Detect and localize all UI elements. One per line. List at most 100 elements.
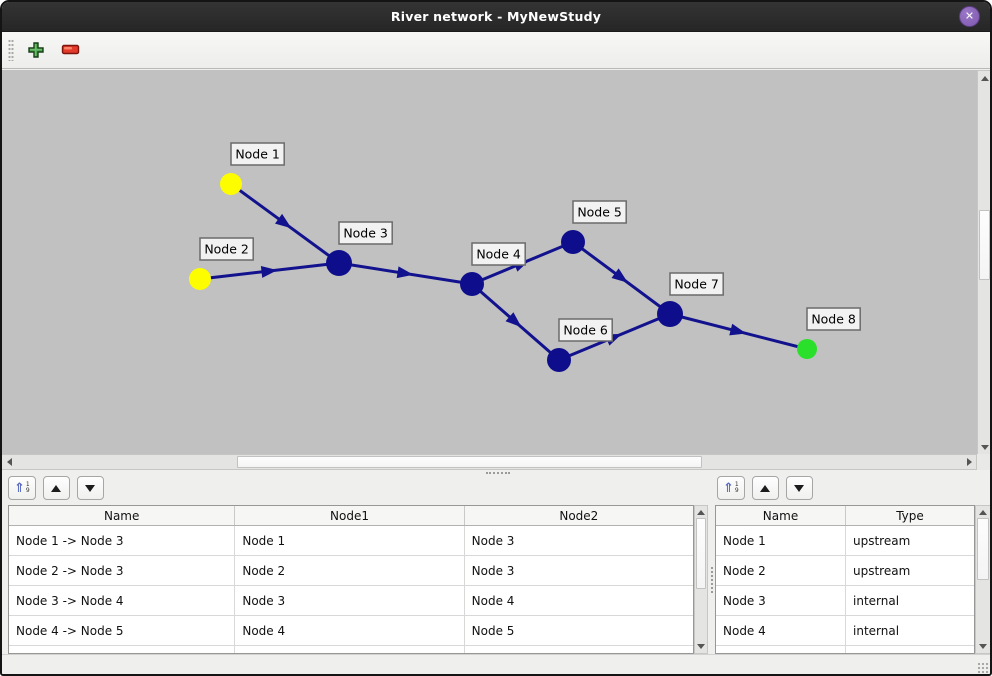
graph-node[interactable] (326, 250, 352, 276)
table-cell[interactable]: Node 3 (471, 533, 515, 548)
vertical-splitter[interactable] (708, 505, 715, 654)
graph-node[interactable] (561, 230, 585, 254)
graph-node[interactable] (189, 268, 211, 290)
scroll-up-arrow[interactable] (695, 507, 707, 518)
move-up-button[interactable] (751, 476, 779, 500)
table-cell[interactable]: Node 2 (716, 556, 846, 585)
table-cell[interactable]: Node 1 (716, 526, 846, 555)
scroll-down-arrow[interactable] (695, 641, 707, 652)
table-cell (9, 646, 236, 653)
scroll-down-arrow[interactable] (976, 641, 990, 652)
table-cell[interactable]: Node 3 (716, 586, 846, 615)
scroll-thumb[interactable] (237, 456, 702, 468)
scroll-thumb[interactable] (977, 518, 989, 580)
edge-arrowhead (275, 213, 292, 229)
edge-arrowhead (611, 268, 628, 283)
canvas-horizontal-scrollbar[interactable] (2, 454, 977, 470)
scroll-thumb[interactable] (696, 518, 706, 589)
close-button[interactable]: ✕ (959, 6, 980, 27)
table-row[interactable]: Node 4 internal (716, 616, 974, 646)
table-cell[interactable]: Node 4 (716, 616, 846, 645)
toolbar-drag-handle[interactable] (8, 39, 14, 61)
node-label-box (558, 318, 613, 342)
table-cell[interactable]: Node 4 (471, 593, 515, 608)
table-cell (235, 646, 465, 653)
close-icon: ✕ (964, 9, 975, 23)
table-cell[interactable]: upstream (853, 533, 911, 548)
horizontal-splitter[interactable] (2, 470, 990, 476)
node-label-box (199, 237, 254, 261)
table-cell[interactable]: upstream (853, 563, 911, 578)
node-label-box (806, 307, 861, 331)
scroll-right-arrow[interactable] (963, 455, 975, 469)
column-header[interactable]: Type (896, 508, 924, 523)
title-bar[interactable]: River network - MyNewStudy ✕ (2, 2, 990, 32)
graph-node[interactable] (460, 272, 484, 296)
table-cell[interactable]: Node 5 (471, 623, 515, 638)
table-row[interactable]: Node 1 upstream (716, 526, 974, 556)
node-label: Node 1 (235, 147, 280, 162)
status-bar (2, 654, 990, 674)
column-header[interactable]: Name (716, 506, 846, 525)
move-down-button[interactable] (76, 476, 104, 500)
scrollbar-corner (977, 454, 990, 470)
graph-node[interactable] (797, 339, 817, 359)
table-cell[interactable]: internal (853, 593, 900, 608)
table-cell[interactable]: Node 2 (235, 556, 465, 585)
down-arrow-icon (85, 484, 96, 492)
window-title: River network - MyNewStudy (390, 9, 602, 24)
nodes-table-scrollbar[interactable] (975, 505, 990, 654)
scroll-up-arrow[interactable] (978, 72, 990, 84)
window-resize-grip[interactable] (977, 662, 990, 674)
edge-arrowhead (729, 323, 747, 336)
graph-node[interactable] (657, 301, 683, 327)
canvas-vertical-scrollbar[interactable] (977, 70, 990, 455)
column-header[interactable]: Node2 (559, 508, 599, 523)
table-cell[interactable]: Node 1 -> Node 3 (9, 526, 236, 555)
node-label-box (471, 242, 526, 266)
column-header[interactable]: Name (9, 506, 236, 525)
column-header[interactable]: Node1 (235, 506, 465, 525)
table-row-partial (9, 646, 693, 653)
edge-arrowhead (396, 266, 414, 279)
scroll-thumb[interactable] (979, 210, 990, 280)
remove-button[interactable] (58, 37, 84, 63)
graph-node[interactable] (220, 173, 242, 195)
graph-node[interactable] (547, 348, 571, 372)
down-arrow-icon (794, 484, 805, 492)
table-cell[interactable]: internal (853, 623, 900, 638)
branches-table-scrollbar[interactable] (694, 505, 708, 654)
splitter-handle-dots (710, 566, 713, 593)
add-button[interactable] (23, 37, 49, 63)
table-cell[interactable]: Node 2 -> Node 3 (9, 556, 236, 585)
scroll-down-arrow[interactable] (978, 441, 990, 453)
table-row[interactable]: Node 2 upstream (716, 556, 974, 586)
table-cell (716, 646, 846, 653)
table-cell[interactable]: Node 4 -> Node 5 (9, 616, 236, 645)
move-up-button[interactable] (42, 476, 70, 500)
move-down-button[interactable] (785, 476, 813, 500)
table-cell[interactable]: Node 1 (235, 526, 465, 555)
table-cell[interactable]: Node 3 (471, 563, 515, 578)
plus-icon (28, 42, 44, 58)
node-label-box (230, 142, 285, 166)
table-cell[interactable]: Node 3 -> Node 4 (9, 586, 236, 615)
scroll-up-arrow[interactable] (976, 507, 990, 518)
edge-arrowhead (505, 312, 522, 328)
table-cell[interactable]: Node 3 (235, 586, 465, 615)
table-header-row: Name Type (716, 506, 974, 526)
table-cell[interactable]: Node 4 (235, 616, 465, 645)
scroll-left-arrow[interactable] (3, 455, 15, 469)
table-row[interactable]: Node 3 internal (716, 586, 974, 616)
